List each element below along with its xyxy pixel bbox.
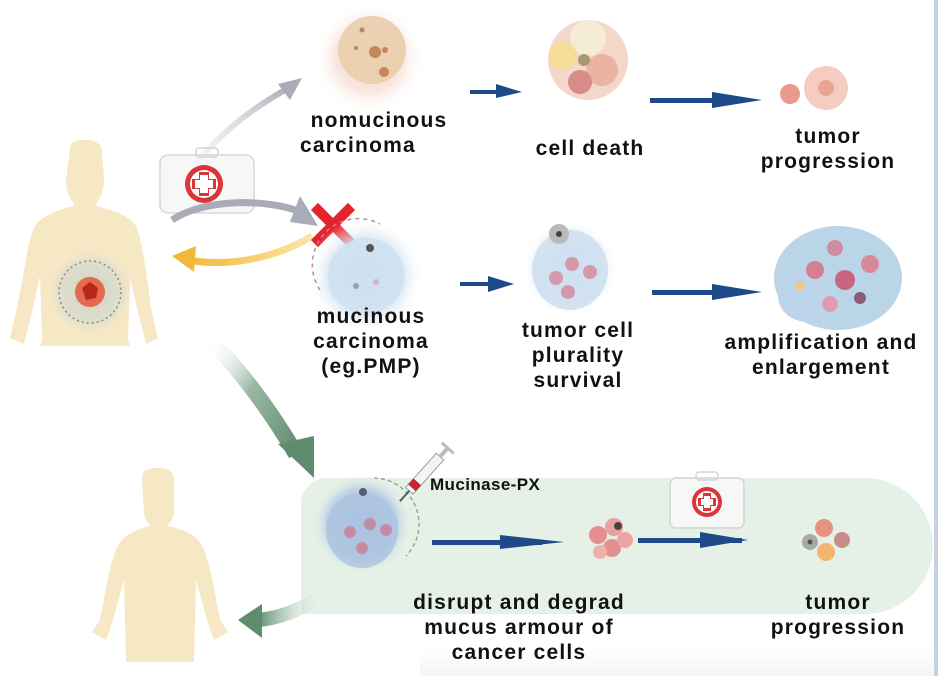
top-flow-arrow-2 [650, 92, 762, 108]
treated-mucinous-cell-icon [312, 474, 420, 574]
patient-recovered-icon [92, 468, 228, 662]
yellow-return-arrow-head [172, 246, 196, 272]
label-tumor-cell-survival: tumor cell plurality survival [521, 319, 635, 392]
label-tumor-progression-bottom: tumor progression [770, 591, 906, 639]
label-amplification-enlargement: amplification and enlargement [724, 331, 918, 379]
syringe-icon [399, 441, 455, 502]
disrupted-cells-icon [589, 518, 633, 559]
bottom-flow-arrow-2 [638, 532, 748, 548]
bottom-fade [420, 650, 934, 676]
green-arrow-to-recovered-head [238, 604, 262, 638]
yellow-return-arrow [187, 233, 314, 266]
tumor-survival-cell-icon [522, 220, 618, 316]
arrow-to-mucinous-head [290, 196, 318, 226]
tumor-progression-top-icon [780, 66, 848, 110]
right-border [934, 0, 938, 676]
arrow-to-mucinous [170, 199, 308, 223]
tumor-dashed-ring [58, 260, 122, 324]
bottom-flow-arrow-1 [432, 535, 564, 549]
label-tumor-progression-top: tumor progression [760, 125, 896, 173]
first-aid-kit-top-icon [159, 147, 255, 214]
cell-death-icon [548, 20, 628, 100]
green-arrow-to-recovered [257, 592, 322, 627]
green-arrow-to-treatment-head [278, 436, 314, 478]
label-mucinase-px: Mucinase-PX [430, 475, 541, 494]
label-disrupt-mucus-armour: disrupt and degrad mucus armour of cance… [413, 591, 625, 664]
first-aid-kit-bottom-icon [669, 471, 745, 529]
label-nomucinous-carcinoma: nomucinous carcinoma [300, 109, 448, 157]
nomucinous-cell-icon [313, 2, 425, 114]
label-cell-death: cell death [535, 137, 645, 160]
patient-sick-icon [10, 140, 158, 346]
mucinous-cell-icon [308, 217, 424, 334]
middle-flow-arrow-1 [460, 276, 514, 292]
top-flow-arrow-1 [470, 84, 522, 98]
middle-flow-arrow-2 [652, 284, 762, 300]
tumor-progression-bottom-icon [802, 519, 850, 561]
green-arrow-to-treatment [204, 334, 303, 459]
enlarged-tumor-icon [774, 226, 902, 330]
label-mucinous-carcinoma: mucinous carcinoma (eg.PMP) [313, 305, 429, 378]
arrow-to-nomucinous-head [278, 78, 302, 100]
